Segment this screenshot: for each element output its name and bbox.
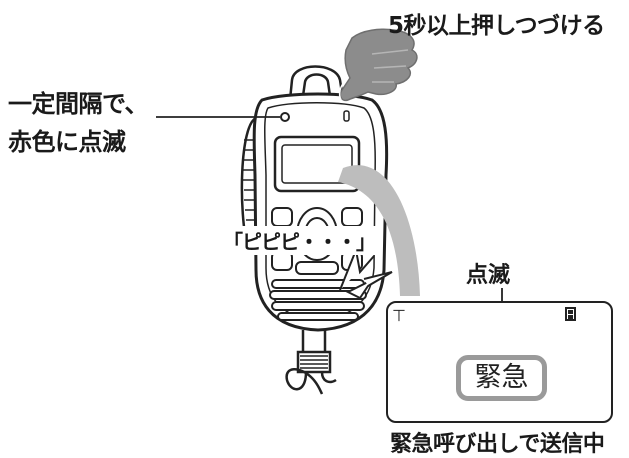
led-label-line1: 一定間隔で、 [8,90,149,118]
emergency-text: 緊急 [474,362,529,393]
instruction-label: 5秒以上押しつづける [388,13,605,39]
caption-label: 緊急呼び出しで送信中 [390,432,605,457]
led-indicator [280,112,290,122]
pressing-hand [338,28,418,102]
beep-label: 「ピピピ・・・」 [222,226,376,255]
mic-lcd [273,135,361,193]
blink-label: 点滅 [466,263,511,288]
mic-hanger [288,65,345,102]
battery-icon [565,307,576,321]
led-label-line2: 赤色に点滅 [8,128,126,156]
speaker-slot [343,110,350,122]
speaker-grille [269,279,367,321]
beep-sound-lines [339,246,393,300]
emergency-highlight: 緊急 [456,355,547,401]
antenna-icon: ⊤ [392,306,406,325]
flow-arrow [338,165,420,296]
mic-cable [285,330,337,395]
